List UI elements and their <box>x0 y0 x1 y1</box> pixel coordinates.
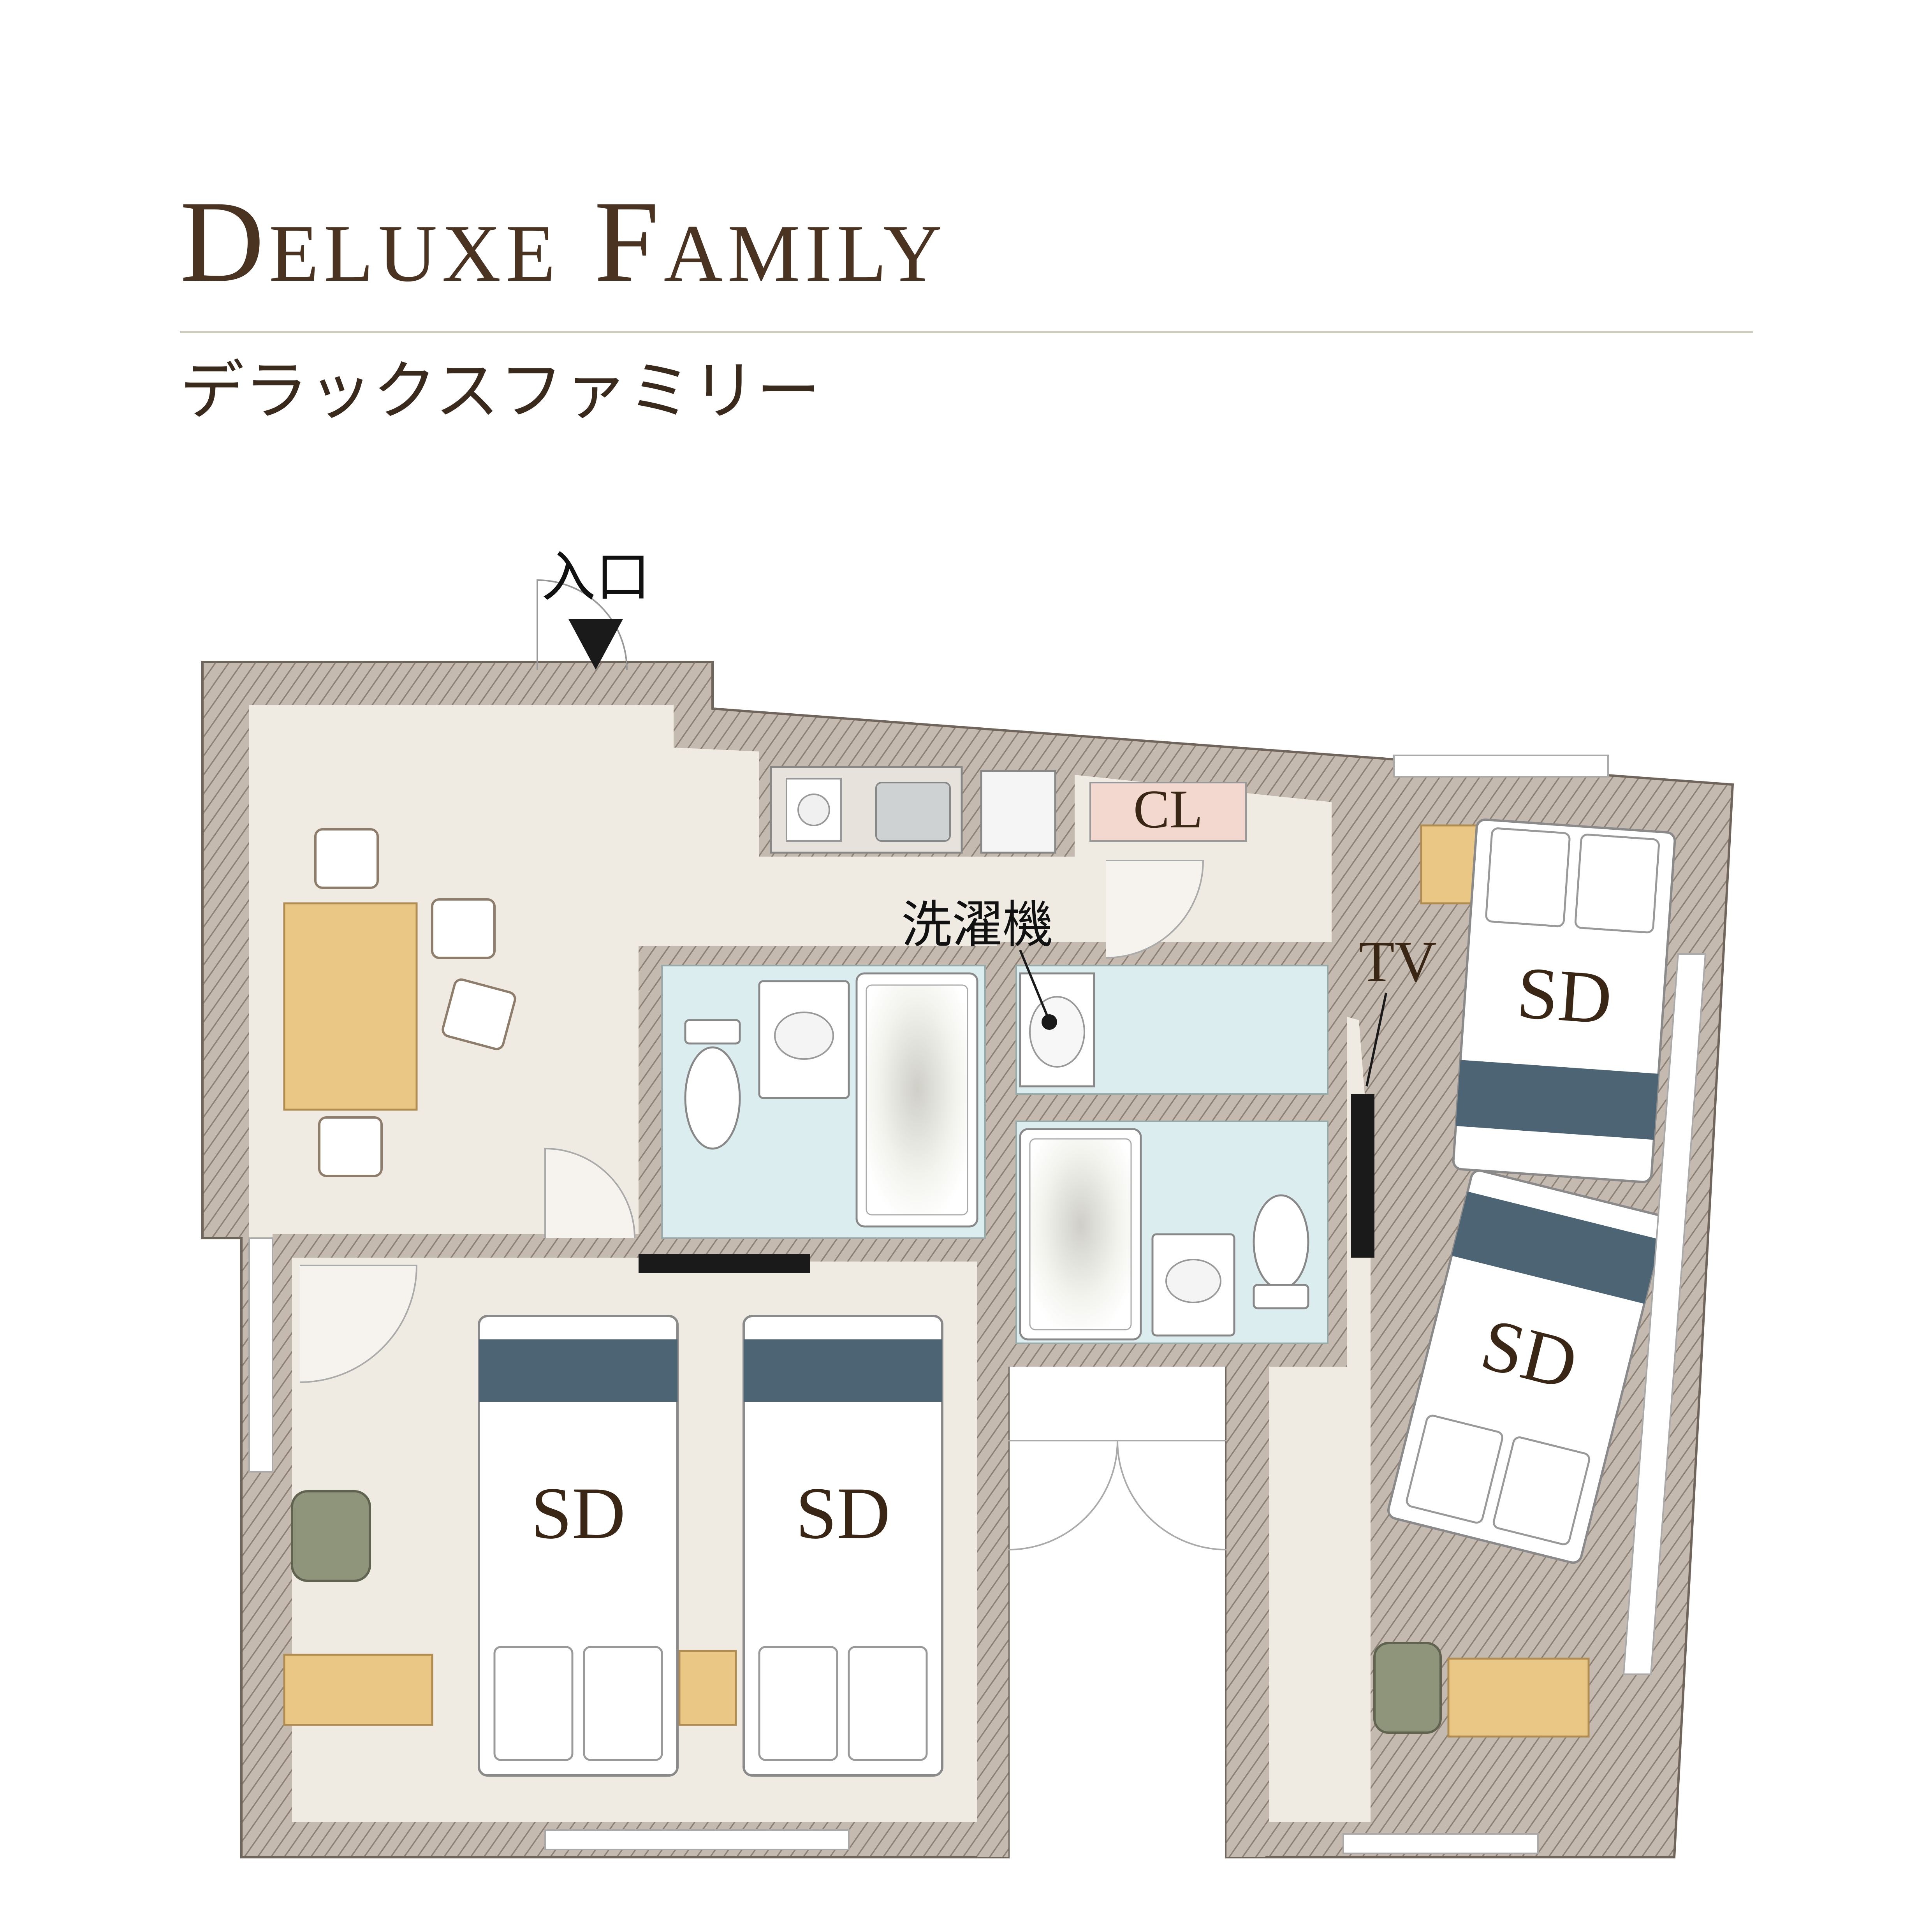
kitchen-sink <box>875 782 951 842</box>
tv-label: TV <box>1359 929 1437 994</box>
window-right-side <box>1622 953 1707 1675</box>
door-swing-bath <box>544 1147 635 1239</box>
tv-right-room <box>1351 1094 1374 1258</box>
entrance-label: 入口 <box>541 545 650 609</box>
bed-left-2-label: SD <box>796 1473 890 1554</box>
dining-chair-4 <box>318 1116 383 1177</box>
window-right-bottom <box>1343 1833 1539 1854</box>
dining-chair-3 <box>442 978 516 1050</box>
window-left-room <box>544 1829 850 1850</box>
page-title: Deluxe Family <box>180 177 947 306</box>
bed-right-1: SD <box>1452 818 1676 1183</box>
entrance-arrow-icon <box>568 619 623 670</box>
toilet-right <box>1253 1194 1309 1290</box>
wall-right-room <box>1226 1351 1265 1857</box>
window-right-top <box>1393 755 1609 778</box>
washing-machine-label: 洗濯機 <box>901 895 1053 954</box>
closet-label: CL <box>1133 779 1203 839</box>
closet <box>1089 782 1247 842</box>
door-swing-bedroom-left <box>299 1265 418 1383</box>
bed-left-2: SD <box>743 1315 943 1777</box>
nightstand-left <box>283 1654 433 1726</box>
dining-chair-2 <box>431 898 496 959</box>
fridge <box>980 770 1056 854</box>
door-swing-corridor <box>1105 860 1204 959</box>
tv-left-room <box>639 1254 810 1273</box>
wall-mid-right <box>977 1234 1008 1857</box>
bed-right-1-label: SD <box>1515 952 1615 1040</box>
armchair-right <box>1373 1642 1442 1734</box>
page-subtitle: デラックスファミリー <box>180 354 821 428</box>
armchair-left <box>291 1490 371 1582</box>
window-left-side <box>248 1237 273 1473</box>
dining-table <box>283 902 418 1111</box>
bed-left-1-label: SD <box>531 1473 626 1554</box>
bed-left-1: SD <box>478 1315 679 1777</box>
entrance-door-swing <box>537 579 628 670</box>
nightstand-middle <box>678 1650 737 1726</box>
bed-right-2: SD <box>1387 1169 1666 1564</box>
dining-chair-1 <box>314 828 379 889</box>
toilet-left <box>684 1019 741 1045</box>
door-swing-double-2 <box>1116 1440 1227 1550</box>
nightstand-right <box>1420 824 1481 904</box>
title-divider <box>180 331 1753 333</box>
door-swing-double-1 <box>1008 1440 1119 1550</box>
desk-right <box>1447 1658 1590 1738</box>
